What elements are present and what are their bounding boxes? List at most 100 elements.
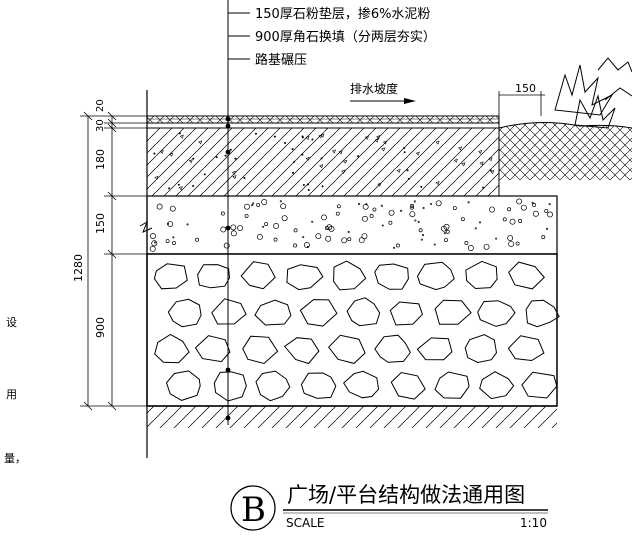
powder-grain [251, 204, 254, 207]
powder-grain [474, 227, 477, 230]
aggregate-mark [381, 147, 386, 152]
aggregate-mark [321, 185, 324, 188]
rubble-stone [508, 261, 545, 290]
margin-note-1: 设 [6, 316, 17, 329]
aggregate-mark [179, 134, 184, 139]
rubble-stone [299, 299, 338, 327]
powder-grain [467, 245, 474, 251]
dim-total-1280: 1280 [72, 254, 85, 282]
powder-grain [311, 220, 314, 223]
powder-grain [515, 241, 520, 246]
powder-grain [230, 224, 237, 231]
rubble-stone [479, 371, 515, 400]
aggregate-mark [224, 154, 227, 157]
powder-grain [347, 230, 350, 234]
vertical-dimension-chain [80, 111, 147, 411]
powder-grain [546, 227, 549, 230]
rubble-stone [389, 301, 423, 326]
rubble-stone [154, 333, 190, 364]
powder-grain [417, 220, 420, 223]
aggregate-mark [177, 183, 180, 186]
powder-grain [502, 217, 507, 222]
powder-grain [357, 203, 361, 206]
powder-grain [303, 242, 310, 248]
powder-grain [520, 204, 527, 211]
powder-grain [256, 234, 263, 240]
planter-width-dimension: 150 [498, 82, 545, 116]
aggregate-mark [415, 151, 420, 156]
aggregate-mark [320, 157, 323, 160]
powder-grain [220, 211, 225, 216]
scale-value: 1:10 [520, 516, 547, 530]
aggregate-mark [338, 150, 343, 155]
powder-grain [362, 215, 368, 222]
aggregate-mark [377, 182, 382, 187]
powder-grain [279, 200, 282, 203]
powder-grain [381, 224, 384, 227]
aggregate-mark [482, 186, 485, 189]
powder-grain [220, 226, 227, 233]
powder-grain [151, 240, 158, 247]
aggregate-mark [305, 135, 310, 140]
powder-grain [508, 240, 515, 247]
dim-150: 150 [94, 213, 107, 234]
powder-grain [280, 203, 287, 210]
powder-grain [361, 233, 368, 240]
powder-grain [336, 204, 341, 209]
powder-grain [195, 237, 200, 242]
planter-soil [498, 121, 632, 180]
aggregate-mark [188, 159, 193, 164]
aggregate-mark [169, 152, 174, 157]
rubble-stone [211, 298, 247, 325]
aggregate-mark [319, 164, 324, 169]
powder-grain [321, 214, 327, 221]
powder-grain [532, 203, 537, 207]
powder-grain [478, 221, 482, 224]
aggregate-mark [407, 177, 410, 180]
rubble-stone [240, 261, 276, 290]
rubble-stone [328, 334, 366, 364]
powder-grain [281, 215, 288, 222]
powder-grain [422, 207, 425, 210]
rubble-stone [254, 299, 292, 326]
powder-grain [464, 240, 469, 245]
shrub-planting-symbol [554, 57, 632, 129]
powder-grain [153, 241, 157, 244]
aggregate-mark [396, 168, 401, 173]
aggregate-mark [343, 159, 348, 164]
powder-grain [547, 211, 553, 218]
powder-grain [328, 225, 335, 232]
aggregate-mark [178, 132, 181, 135]
aggregate-mark [301, 153, 304, 156]
aggregate-mark [192, 157, 195, 160]
rubble-stone [434, 299, 472, 325]
margin-note-3: 量， [4, 452, 26, 465]
aggregate-mark [479, 161, 484, 166]
powder-grain [444, 238, 448, 242]
aggregate-mark [311, 138, 314, 141]
powder-grain [172, 236, 175, 239]
aggregate-mark [320, 133, 325, 138]
dim-20: 20 [95, 99, 106, 112]
scale-label: SCALE [286, 516, 324, 530]
powder-grain [256, 202, 261, 207]
dim-30: 30 [95, 119, 106, 132]
stone-powder-cushion-layer [146, 195, 558, 255]
powder-grain [518, 219, 523, 223]
aggregate-mark [168, 187, 171, 190]
powder-grain [421, 234, 425, 237]
powder-grain [264, 222, 269, 226]
powder-grain [302, 236, 305, 239]
rubble-stone [434, 371, 470, 399]
rubble-stone [507, 335, 545, 362]
rubble-stone [521, 371, 558, 399]
powder-grain [365, 203, 368, 206]
powder-grain [156, 203, 163, 210]
powder-grain [531, 201, 534, 204]
powder-grain [388, 209, 395, 216]
rubble-stone [153, 263, 188, 290]
aggregate-mark [489, 169, 492, 172]
aggregate-mark [331, 149, 336, 154]
powder-grain [369, 214, 374, 218]
